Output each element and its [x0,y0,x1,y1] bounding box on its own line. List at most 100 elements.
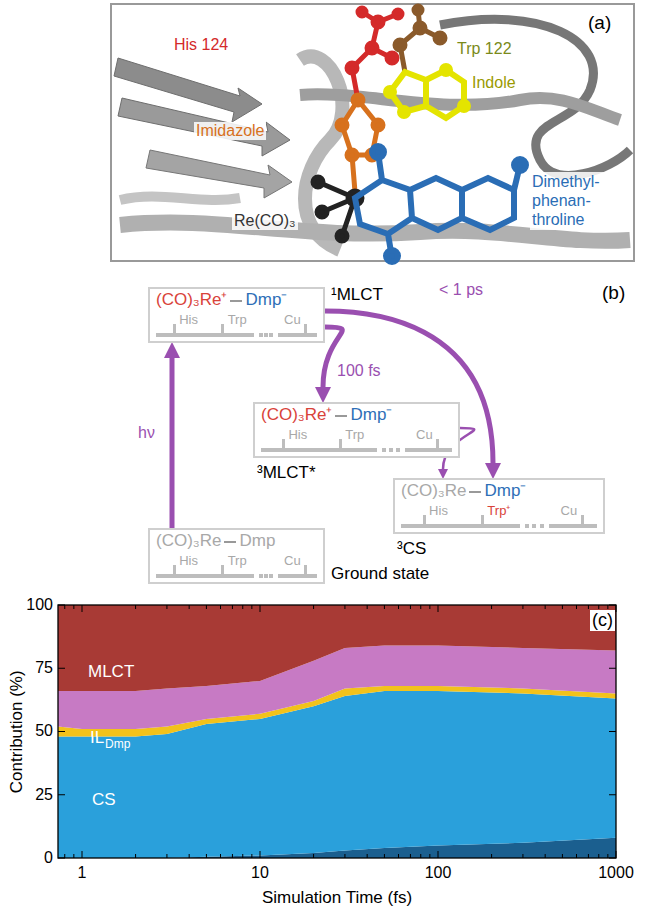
x-tick [576,854,577,858]
panel-letter: (a) [588,12,611,34]
x-tick-label: 1000 [598,864,634,882]
x-tick [220,854,221,858]
chain-dot [396,448,400,452]
x-tick [607,854,608,858]
x-tick [260,851,261,858]
x-tick [82,605,83,612]
transition-label: hν [136,424,157,442]
chain-bar [156,574,254,578]
x-tick [598,854,599,858]
x-tick [576,605,577,609]
x-tick [64,854,65,858]
x-tick-label: 10 [251,864,269,882]
plot-area [58,605,616,858]
y-tick [609,858,616,859]
y-tick-label: 25 [35,786,53,804]
x-tick [206,605,207,609]
bond-line [335,415,347,417]
y-tick [58,605,65,606]
state-box: (CO)₃Re⁺Dmp⁻HisTrpCu³MLCT* [253,402,460,458]
x-tick [545,854,546,858]
chain-dot [532,524,536,528]
x-tick [420,854,421,858]
x-tick [398,605,399,609]
group-label: Re(CO)₃ [232,212,298,230]
x-tick [344,605,345,609]
area-mlct [58,605,616,691]
x-tick [73,854,74,858]
transition-label: < 1 ps [437,281,485,299]
site-label: Cu [284,554,301,569]
tryptophan-sticks [395,6,445,72]
state-label: Ground state [331,564,429,584]
x-tick [220,605,221,609]
ligand-label: Dmp⁻ [350,405,392,425]
x-tick [232,605,233,609]
chain-tick [173,324,176,334]
x-tick [251,854,252,858]
state-box: (CO)₃Re⁺Dmp⁻HisTrpCu¹MLCT [148,287,325,343]
complex-label: (CO)₃Re [156,531,221,551]
x-tick [410,605,411,609]
ligand-label: Dmp⁻ [484,481,526,501]
y-tick [609,605,616,606]
x-tick [64,605,65,609]
x-tick [82,851,83,858]
y-tick-label: 75 [35,659,53,677]
panel-letter: (c) [590,610,615,631]
site-label: Cu [561,504,578,519]
chain-tick [173,565,176,575]
series-subscript: Dmp [105,738,130,752]
chain-dot [259,333,263,337]
y-tick [609,794,616,795]
y-tick [58,858,65,859]
x-tick [384,605,385,609]
x-tick [491,605,492,609]
residue-label: His 124 [172,36,230,54]
site-label: Cu [416,428,433,443]
chain-dot [269,574,273,578]
residue-label: His [429,504,448,519]
x-tick [616,851,617,858]
series-label: IL [90,728,104,748]
x-tick-label: 100 [425,864,452,882]
state-box: (CO)₃ReDmp⁻HisTrp⁺Cu³CS [393,478,605,534]
x-tick [384,854,385,858]
x-tick [135,605,136,609]
residue-label: Trp [228,554,247,569]
chain-bar [261,448,377,452]
residue-label: Trp [345,428,364,443]
x-tick [410,854,411,858]
x-tick [545,605,546,609]
chain-bar [278,333,317,337]
x-tick [166,854,167,858]
x-tick [135,854,136,858]
residue-label: Trp [228,313,247,328]
x-tick [189,854,190,858]
ligand-label: Dimethyl- phenan- throline [530,172,624,230]
state-label: ³MLCT* [257,463,316,483]
x-tick [562,854,563,858]
state-box: (CO)₃ReDmpHisTrpCuGround state [148,528,325,584]
chain-dot [264,574,268,578]
bond-line [224,541,236,543]
x-tick [242,605,243,609]
y-tick [609,731,616,732]
panel-frame [111,4,634,261]
x-tick [189,605,190,609]
x-tick [232,854,233,858]
x-tick [562,605,563,609]
x-tick [588,854,589,858]
imidazole-ring [337,95,383,192]
bond-line [230,300,242,302]
x-tick [166,605,167,609]
protein-cartoon [114,19,630,250]
chain-dot [389,448,393,452]
chain-dot [269,333,273,337]
x-tick [73,605,74,609]
x-tick [522,605,523,609]
x-tick [438,851,439,858]
transition-arrow [170,358,175,528]
complex-label: (CO)₃Re [401,481,466,501]
